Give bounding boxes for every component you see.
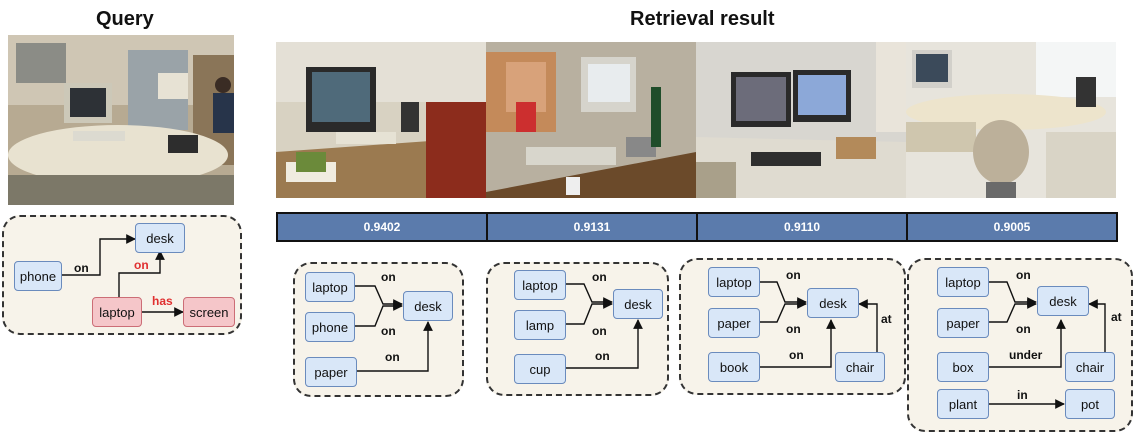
label-5: in: [1017, 388, 1028, 402]
node-paper: paper: [937, 308, 989, 338]
label-1: on: [1016, 268, 1031, 282]
node-chair: chair: [835, 352, 885, 382]
node-pot: pot: [1065, 389, 1115, 419]
score-2: 0.9131: [488, 214, 698, 240]
result-scene-graph-2: laptop lamp cup desk on on on: [486, 262, 669, 396]
node-screen: screen: [183, 297, 235, 327]
node-laptop: laptop: [708, 267, 760, 297]
label-1: on: [786, 268, 801, 282]
node-phone: phone: [305, 312, 355, 342]
edge-4-box-desk: [989, 319, 1066, 368]
node-paper: paper: [708, 308, 760, 338]
node-desk: desk: [1037, 286, 1089, 316]
score-3: 0.9110: [698, 214, 908, 240]
edge-3-chair-desk: [858, 299, 878, 352]
node-laptop: laptop: [937, 267, 989, 297]
score-1: 0.9402: [278, 214, 488, 240]
query-graph-edges: [62, 234, 184, 317]
edge-2-cup-desk: [566, 319, 643, 369]
result-scene-graph-4: laptop paper box desk chair plant pot on…: [907, 258, 1133, 432]
label-3: under: [1009, 348, 1043, 362]
result-scene-graph-1: laptop phone paper desk on on on: [293, 262, 464, 397]
score-4: 0.9005: [993, 220, 1031, 234]
edge-2-laptop-desk: [566, 283, 613, 307]
label-3: on: [595, 349, 610, 363]
edge-1-laptop-desk: [355, 285, 403, 309]
result-scene-graph-3: laptop paper book desk chair on on on at: [679, 258, 906, 395]
result-graph-1-edges: [355, 285, 433, 372]
edge-3-paper-desk: [759, 299, 807, 323]
node-laptop: laptop: [305, 272, 355, 302]
edge-4-laptop-desk: [989, 281, 1037, 307]
label-3: on: [385, 350, 400, 364]
result-photo-1: [276, 42, 486, 198]
edge-2-lamp-desk: [566, 299, 613, 325]
retrieval-title: Retrieval result: [630, 8, 775, 30]
label-2: on: [786, 322, 801, 336]
node-laptop: laptop: [92, 297, 142, 327]
result-graph-3-edges: [759, 281, 878, 368]
node-chair: chair: [1065, 352, 1115, 382]
edge-phone-desk: [62, 234, 136, 276]
query-title: Query: [96, 8, 154, 30]
label-2: on: [592, 324, 607, 338]
node-desk: desk: [403, 291, 453, 321]
label-4: at: [1111, 310, 1122, 324]
edge-4-paper-desk: [989, 299, 1037, 323]
label-laptop-screen: has: [152, 294, 173, 308]
result-graph-4-edges: [989, 281, 1106, 409]
query-scene-graph: phone desk laptop screen on on has: [2, 215, 242, 335]
edge-4-chair-desk: [1088, 299, 1106, 352]
label-3: on: [789, 348, 804, 362]
label-phone-desk: on: [74, 261, 89, 275]
edge-laptop-desk: [118, 250, 165, 297]
node-desk: desk: [135, 223, 185, 253]
node-paper: paper: [305, 357, 357, 387]
label-laptop-desk: on: [134, 258, 149, 272]
node-lamp: lamp: [514, 310, 566, 340]
label-1: on: [381, 270, 396, 284]
label-2: on: [1016, 322, 1031, 336]
node-plant: plant: [937, 389, 989, 419]
query-photo: [8, 35, 234, 205]
node-desk: desk: [807, 288, 859, 318]
result-photo-4: [906, 42, 1116, 198]
node-laptop: laptop: [514, 270, 566, 300]
label-1: on: [592, 270, 607, 284]
edge-1-paper-desk: [357, 321, 433, 372]
node-book: book: [708, 352, 760, 382]
label-2: on: [381, 324, 396, 338]
result-graph-2-edges: [566, 283, 643, 369]
node-cup: cup: [514, 354, 566, 384]
result-photo-2: [486, 42, 696, 198]
edge-1-phone-desk: [355, 301, 403, 327]
node-box: box: [937, 352, 989, 382]
score-bar: 0.9402 0.9131 0.9110 0.9005: [276, 212, 1118, 242]
node-phone: phone: [14, 261, 62, 291]
edge-3-laptop-desk: [759, 281, 807, 307]
edge-3-book-desk: [759, 319, 836, 368]
label-4: at: [881, 312, 892, 326]
result-photo-3: [696, 42, 906, 198]
node-desk: desk: [613, 289, 663, 319]
